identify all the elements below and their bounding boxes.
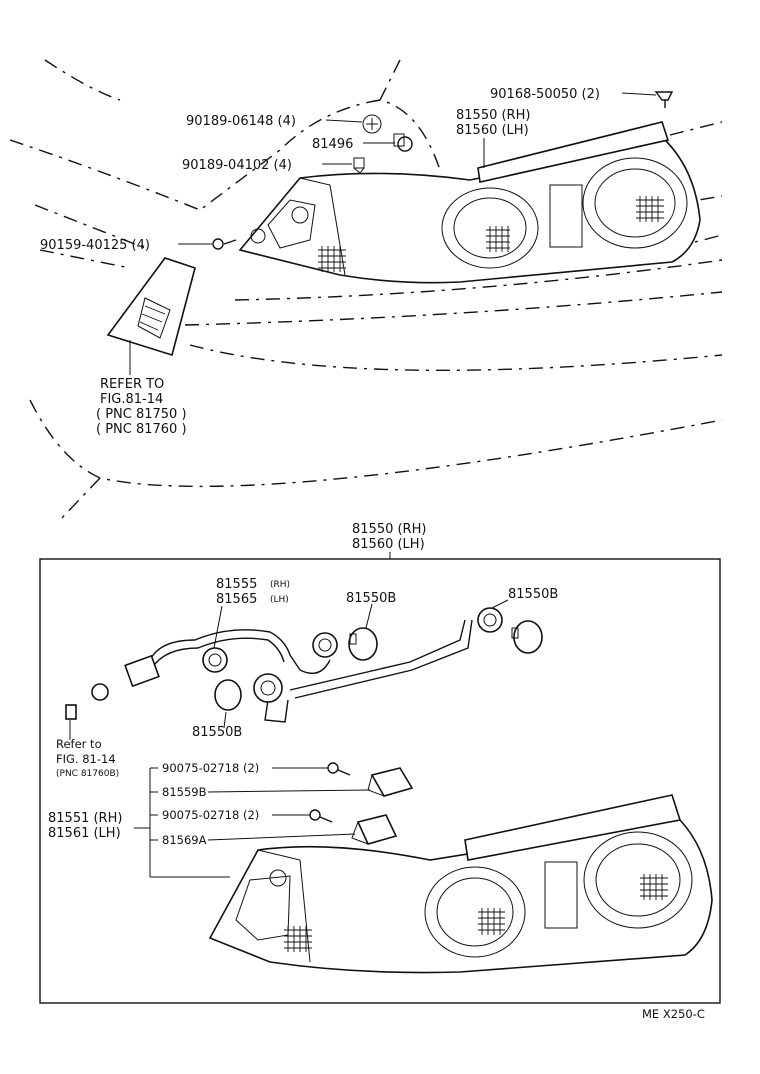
label-refer-pnc-2: ( PNC 81760 ) — [96, 422, 187, 437]
bulb-icon-b — [511, 620, 543, 654]
label-part-81496: 81496 — [312, 137, 353, 152]
label-lamp-assy-rh: 81550 (RH) — [456, 108, 530, 123]
assembly-box — [39, 558, 721, 1004]
footer-code: ME X250-C — [642, 1007, 705, 1021]
screw-icon-a — [327, 762, 351, 776]
leader-lines-lower — [69, 599, 509, 878]
label-lamp-assy-lh: 81560 (LH) — [456, 123, 529, 138]
label-socket-code-rh: 81555 — [216, 577, 257, 592]
label-refer-pnc-1: ( PNC 81750 ) — [96, 407, 187, 422]
socket-mid — [312, 632, 338, 658]
label-refer2-line2: FIG. 81-14 — [56, 752, 116, 766]
wire-harness — [149, 619, 473, 723]
lens-grid-upper-2 — [636, 196, 664, 222]
label-clip-04102: 90189-04102 (4) — [182, 158, 292, 173]
label-bracket-b: 81569A — [162, 833, 207, 847]
label-refer2-line1: Refer to — [56, 737, 102, 751]
screw-icon-b — [309, 809, 333, 823]
label-screw-a: 90075-02718 (2) — [162, 761, 259, 775]
lower-lens-housing — [208, 794, 713, 974]
socket-right — [477, 607, 503, 633]
connector — [65, 654, 160, 720]
label-refer-fig: FIG.81-14 — [100, 392, 163, 407]
label-screw-b: 90075-02718 (2) — [162, 808, 259, 822]
bracket-icon-a — [367, 767, 414, 797]
bracket-icon-b — [351, 814, 398, 845]
label-clip-06148: 90189-06148 (4) — [186, 114, 296, 129]
label-screw-top: 90168-50050 (2) — [490, 87, 600, 102]
clip-icon — [362, 114, 382, 134]
label-bulb-b: 81550B — [508, 587, 558, 602]
label-box-assy-lh: 81560 (LH) — [352, 537, 425, 552]
label-bracket-a: 81559B — [162, 785, 207, 799]
nut-icon — [212, 238, 237, 250]
label-refer2-line3: (PNC 81760B) — [56, 769, 119, 779]
label-socket-code-lh: 81565 — [216, 592, 257, 607]
upper-tail-lamp-assembly — [238, 121, 701, 284]
leader-lines-upper — [129, 92, 657, 375]
label-nut-40125: 90159-40125 (4) — [40, 238, 150, 253]
label-bulb-c: 81550B — [192, 725, 242, 740]
lens-grid-upper-1 — [486, 226, 510, 252]
label-socket-side-rh: (RH) — [270, 580, 290, 590]
screw-icon — [654, 91, 674, 108]
label-bulb-a: 81550B — [346, 591, 396, 606]
bulb-icon-a — [348, 627, 378, 661]
label-lens-lh: 81561 (LH) — [48, 826, 121, 841]
clip-small-icon — [353, 157, 365, 174]
socket-center — [253, 673, 283, 703]
bulb-icon-c — [214, 679, 242, 711]
label-lens-rh: 81551 (RH) — [48, 811, 122, 826]
socket-left — [202, 647, 228, 673]
label-socket-side-lh: (LH) — [270, 595, 289, 605]
vehicle-body-outline — [9, 59, 723, 521]
label-refer-to: REFER TO — [100, 377, 164, 392]
lens-grid-upper-3 — [318, 246, 346, 272]
socket-icon — [393, 133, 413, 152]
side-marker-lamp — [106, 257, 196, 357]
label-box-assy-rh: 81550 (RH) — [352, 522, 426, 537]
